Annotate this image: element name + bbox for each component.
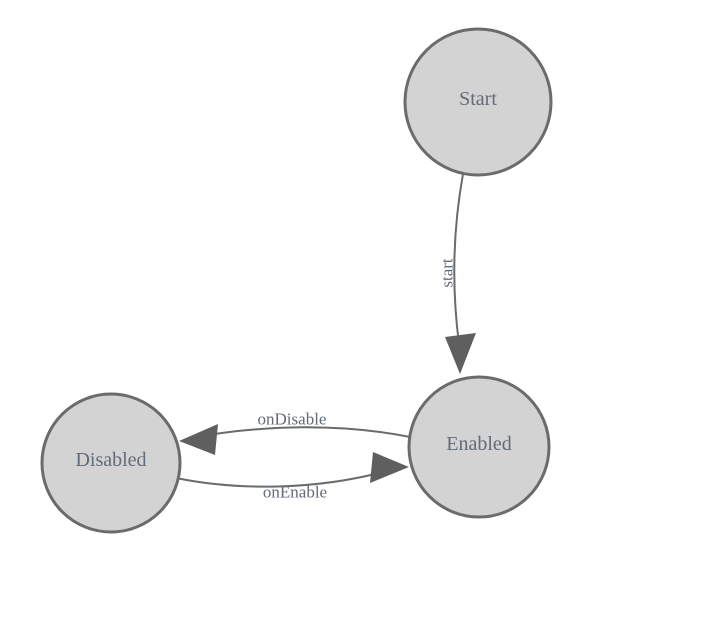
node-enabled-circle bbox=[407, 375, 551, 519]
edge-label-ondisable: onDisable bbox=[258, 410, 327, 429]
node-start-label: Start bbox=[459, 88, 497, 110]
node-enabled-label: Enabled bbox=[446, 433, 512, 455]
edge-disabled-to-enabled-path bbox=[175, 472, 380, 488]
edge-label-start: start bbox=[438, 258, 457, 288]
edge-start-to-enabled-path bbox=[453, 173, 464, 345]
arrowhead-into-enabled-left bbox=[370, 452, 409, 483]
edge-enabled-to-disabled-path bbox=[195, 426, 411, 438]
edge-start-to-enabled[interactable]: start bbox=[438, 173, 477, 374]
edge-label-onenable: onEnable bbox=[263, 483, 327, 502]
node-disabled-circle bbox=[40, 392, 182, 534]
node-disabled[interactable]: Disabled bbox=[40, 392, 182, 534]
arrowhead-into-enabled-top bbox=[445, 333, 476, 374]
node-start[interactable]: Start bbox=[403, 27, 553, 177]
node-start-circle bbox=[403, 27, 553, 177]
edge-disabled-to-enabled[interactable]: onEnable bbox=[175, 452, 409, 502]
node-enabled[interactable]: Enabled bbox=[407, 375, 551, 519]
edge-enabled-to-disabled[interactable]: onDisable bbox=[179, 410, 411, 456]
arrowhead-into-disabled bbox=[179, 424, 218, 455]
node-disabled-label: Disabled bbox=[75, 449, 146, 471]
